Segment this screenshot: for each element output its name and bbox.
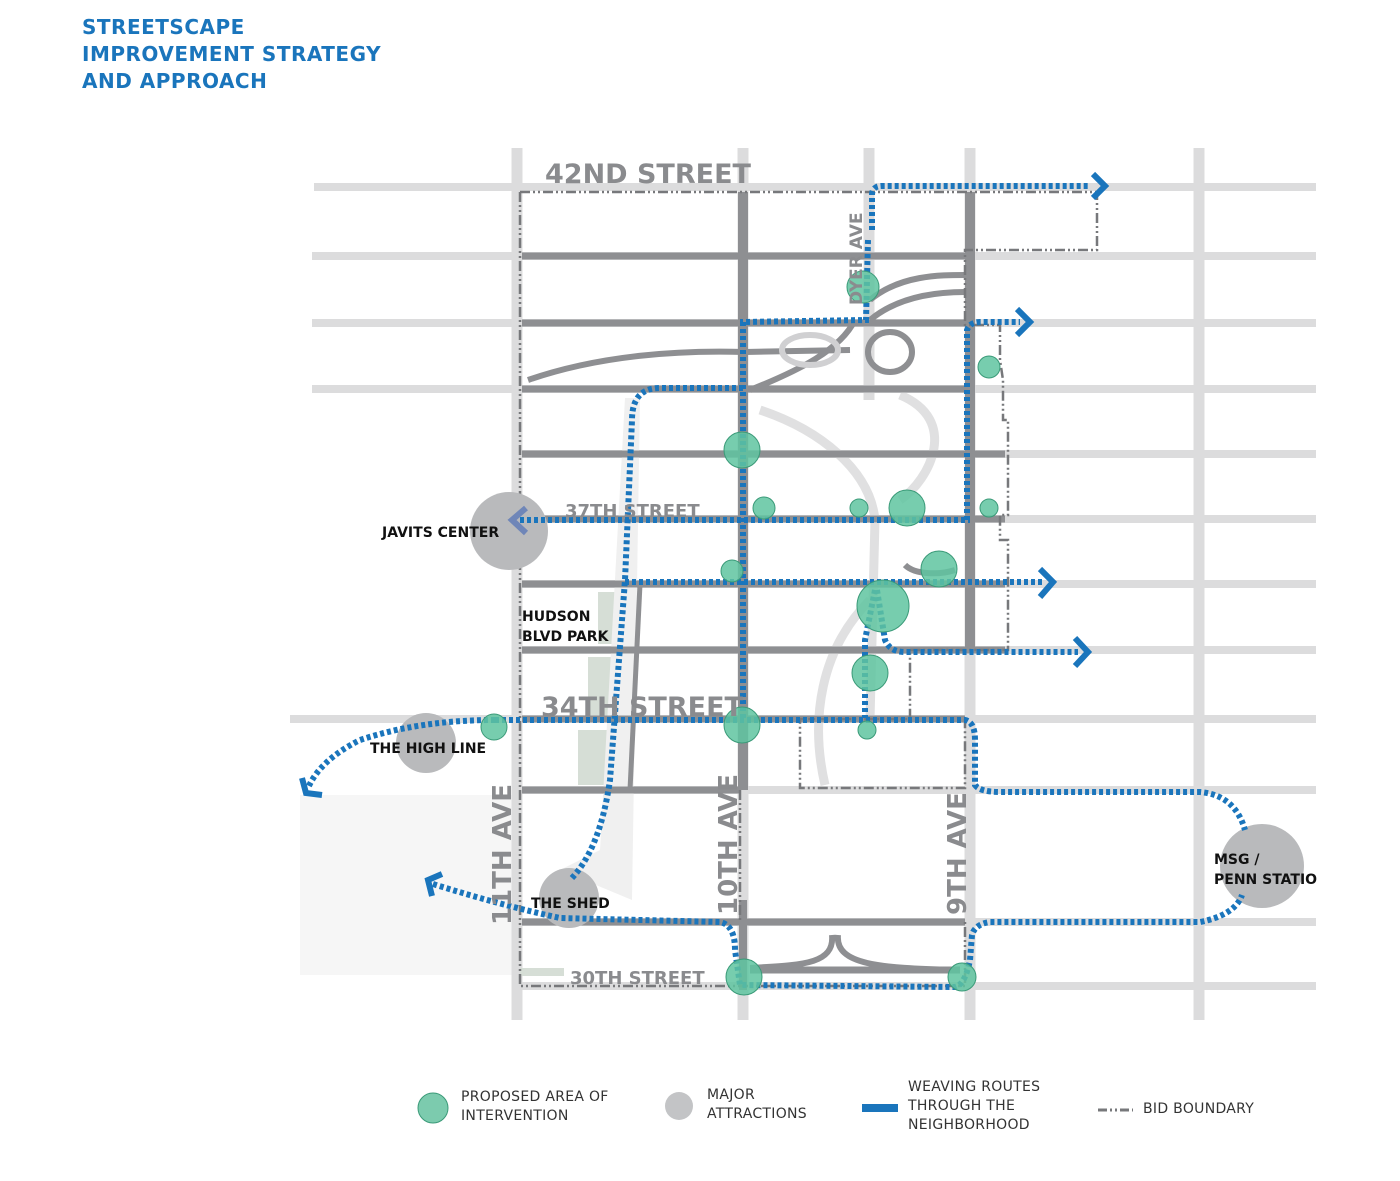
legend-text-line: PROPOSED AREA OF (461, 1089, 609, 1105)
legend-attractions: MAJOR ATTRACTIONS (707, 1086, 807, 1124)
legend-routes: WEAVING ROUTES THROUGH THE NEIGHBORHOOD (908, 1078, 1040, 1135)
hudson-park-label: BLVD PARK (522, 629, 610, 645)
arrow-right-icon (1072, 635, 1093, 669)
legend-text-line: ATTRACTIONS (707, 1106, 807, 1122)
title-line: AND APPROACH (82, 69, 268, 93)
arrow-right-icon (1037, 566, 1058, 599)
shed-label: THE SHED (531, 896, 610, 912)
hudson-park (520, 398, 640, 976)
street-label-30th: 30TH STREET (570, 968, 705, 989)
legend-text-line: INTERVENTION (461, 1108, 569, 1124)
msg-penn-label: MSG / (1214, 852, 1260, 868)
avenue-label-10th: 10TH AVE (714, 774, 744, 915)
javits-center-label: JAVITS CENTER (381, 525, 499, 541)
arrow-left-icon (507, 505, 529, 536)
attractions (396, 492, 1304, 928)
arrow-left-icon (424, 871, 444, 897)
legend-attraction-icon (665, 1092, 693, 1120)
javits-center-marker (470, 492, 548, 570)
legend-text-line: THROUGH THE (908, 1098, 1016, 1114)
high-line-label: THE HIGH LINE (370, 741, 486, 757)
title-line: IMPROVEMENT STRATEGY (82, 42, 382, 66)
hudson-park-label: HUDSON (522, 609, 590, 625)
avenue-label-9th: 9TH AVE (943, 792, 973, 915)
avenue-label-dyer: DYER AVE (847, 212, 867, 305)
arrow-right-icon (1014, 306, 1035, 338)
lincoln-tunnel-ramps (527, 272, 966, 973)
legend-text-line: NEIGHBORHOOD (908, 1117, 1030, 1133)
legend-route-icon (862, 1104, 898, 1112)
avenue-label-11th: 11TH AVE (488, 784, 518, 925)
route-arrows (299, 171, 1110, 897)
legend-bid: BID BOUNDARY (1143, 1101, 1255, 1117)
legend-text-line: MAJOR (707, 1087, 756, 1103)
legend-intervention: PROPOSED AREA OF INTERVENTION (461, 1088, 609, 1126)
weaving-routes (305, 183, 1248, 991)
street-label-42nd: 42ND STREET (545, 159, 752, 190)
rail-yard-area (300, 795, 515, 975)
title-line: STREETSCAPE (82, 15, 245, 39)
legend-intervention-icon (417, 1092, 449, 1124)
msg-penn-label: PENN STATIO (1214, 872, 1317, 888)
page-title: STREETSCAPE IMPROVEMENT STRATEGY AND APP… (82, 14, 381, 95)
legend-text-line: WEAVING ROUTES (908, 1079, 1041, 1095)
intervention-areas (480, 270, 1001, 996)
arrow-down-left-icon (299, 777, 323, 798)
shed-marker (539, 868, 599, 928)
msg-penn-marker (1220, 824, 1304, 908)
ramp-loops (779, 332, 841, 368)
street-label-37th: 37TH STREET (565, 501, 700, 522)
arrow-right-icon (1090, 171, 1110, 201)
street-label-34th: 34TH STREET (541, 692, 744, 723)
